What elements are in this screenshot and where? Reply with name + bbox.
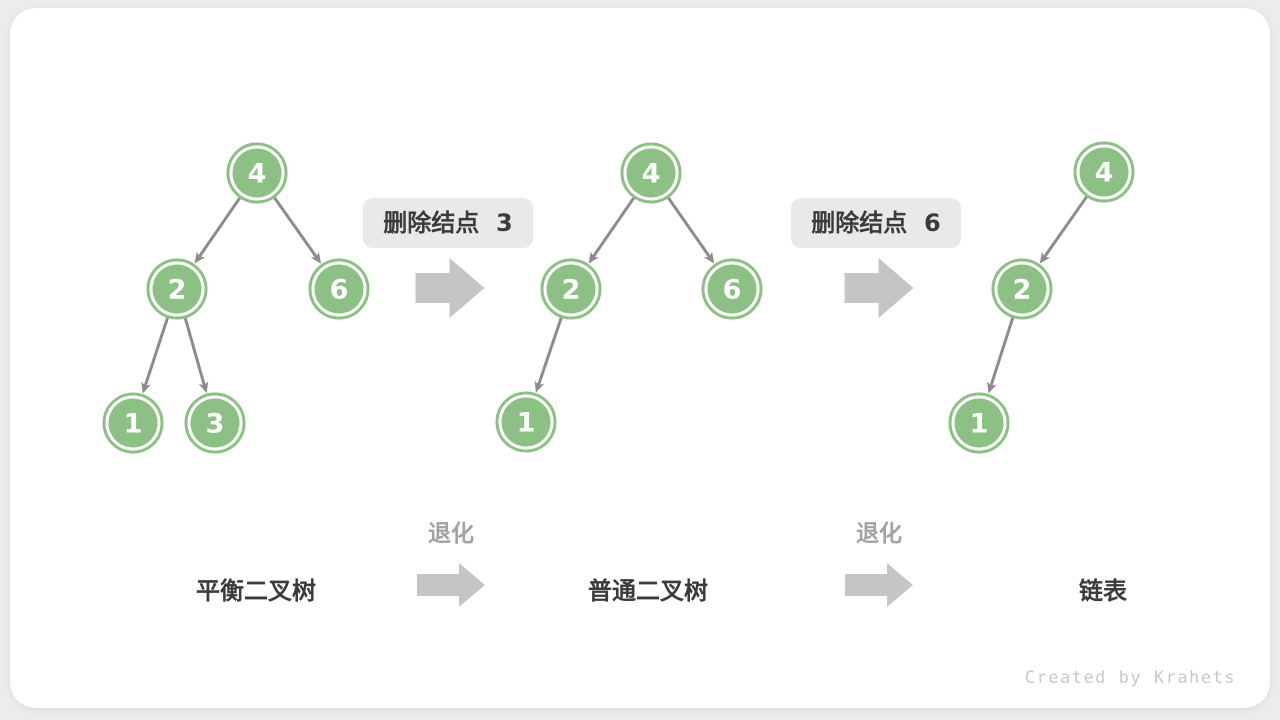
node-body	[152, 264, 202, 314]
tree-edge-2-to-1	[987, 317, 1015, 394]
tree-node-6: 6	[308, 258, 370, 320]
tree-node-1: 1	[102, 392, 164, 454]
tree-ordinary-binary-tree: 4 2 6 1	[495, 142, 763, 453]
tree-edge-2-to-3	[183, 317, 209, 394]
tree-node-3: 3	[184, 392, 246, 454]
node-body	[1079, 147, 1129, 197]
tree-linked-list: 4 2 1	[948, 141, 1135, 454]
node-body	[501, 397, 551, 447]
tree-edge-2-to-1	[141, 317, 170, 394]
degrade-label-2: 退化	[856, 521, 902, 547]
tree-node-1: 1	[495, 391, 557, 453]
node-body	[707, 264, 757, 314]
node-value: 3	[206, 409, 225, 440]
node-value: 1	[970, 409, 989, 440]
node-value: 6	[723, 275, 742, 306]
delete-node-3-label: 删除结点 3	[363, 198, 533, 248]
block-arrow-icon-1	[415, 258, 485, 318]
node-body	[314, 264, 364, 314]
tree-edge-4-to-2	[1039, 195, 1089, 264]
block-arrow-icon-2	[844, 258, 914, 318]
node-value: 4	[248, 159, 267, 190]
tree-node-6: 6	[701, 258, 763, 320]
node-body	[997, 264, 1047, 314]
tree-node-4: 4	[1073, 141, 1135, 203]
node-value: 1	[124, 409, 143, 440]
node-body	[232, 148, 282, 198]
node-value: 4	[642, 159, 661, 190]
node-body	[546, 264, 596, 314]
block-arrow-icon-4	[845, 563, 913, 607]
node-body	[626, 148, 676, 198]
node-value: 2	[1013, 275, 1032, 306]
node-value: 2	[168, 275, 187, 306]
node-body	[190, 398, 240, 448]
tree-edge-4-to-2	[588, 196, 636, 264]
tree-node-2: 2	[146, 258, 208, 320]
node-value: 2	[562, 275, 581, 306]
tree-label-balanced-binary-tree: 平衡二叉树	[196, 577, 316, 605]
tree-edge-4-to-6	[273, 196, 322, 264]
tree-diagram: 4 2 6 1 3 4 2 6 1 4 2 1	[102, 141, 1135, 607]
node-body	[954, 398, 1004, 448]
tree-label-linked-list: 链表	[1079, 577, 1127, 605]
tree-edge-4-to-2	[194, 196, 242, 264]
tree-node-4: 4	[620, 142, 682, 204]
node-body	[108, 398, 158, 448]
delete-node-6-label: 删除结点 6	[791, 198, 961, 248]
tree-node-2: 2	[540, 258, 602, 320]
tree-node-1: 1	[948, 392, 1010, 454]
tree-node-2: 2	[991, 258, 1053, 320]
tree-edge-2-to-1	[534, 316, 563, 393]
node-value: 1	[517, 408, 536, 439]
node-value: 6	[330, 275, 349, 306]
tree-balanced-binary-tree: 4 2 6 1 3	[102, 142, 370, 454]
tree-edge-4-to-6	[666, 196, 715, 264]
tree-label-ordinary-binary-tree: 普通二叉树	[588, 577, 708, 605]
diagram-card: 4 2 6 1 3 4 2 6 1 4 2 1 删除结点 3 删除结点 6 退化 退化 平衡二叉树 普…	[10, 8, 1270, 708]
credit-text: Created by Krahets	[1024, 668, 1236, 688]
block-arrow-icon-3	[417, 563, 485, 607]
degrade-label-1: 退化	[428, 521, 474, 547]
node-value: 4	[1095, 158, 1114, 189]
tree-node-4: 4	[226, 142, 288, 204]
